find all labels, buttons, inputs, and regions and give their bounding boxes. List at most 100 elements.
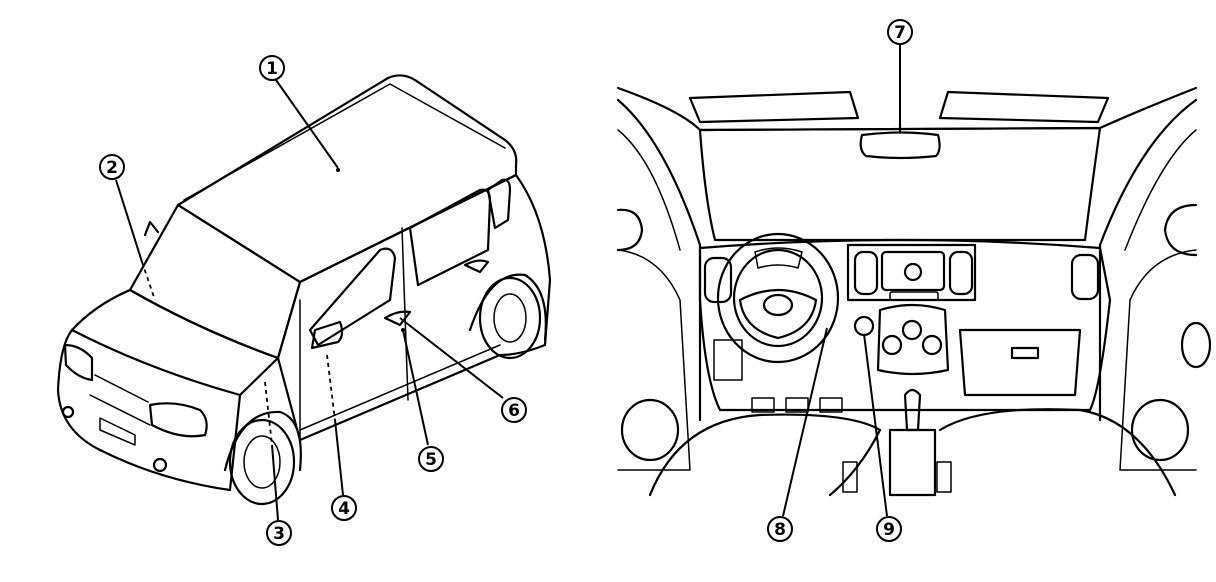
front-bumper bbox=[56, 328, 242, 492]
steering-wheel bbox=[716, 232, 840, 364]
callout-number-1: 1 bbox=[266, 59, 278, 79]
temperature-knob bbox=[881, 334, 903, 356]
leader-line-1 bbox=[275, 79, 339, 169]
roof-outline bbox=[176, 74, 518, 284]
callout-2: 2 bbox=[99, 154, 125, 180]
shift-lever bbox=[903, 388, 922, 432]
callout-circle-5 bbox=[418, 446, 444, 472]
pedal-clutch bbox=[751, 397, 775, 413]
gauge-cluster bbox=[754, 247, 803, 269]
steering-emblem bbox=[762, 293, 794, 317]
door-mirror-left bbox=[616, 208, 644, 252]
callout-number-9: 9 bbox=[883, 520, 895, 540]
callout-circle-7 bbox=[887, 19, 913, 45]
rear-quarter-window bbox=[486, 178, 512, 230]
rear-door-handle bbox=[463, 259, 490, 274]
vehicle-interior-view bbox=[616, 86, 1212, 497]
callout-number-6: 6 bbox=[508, 401, 520, 421]
callout-circle-1 bbox=[259, 55, 285, 81]
dashboard bbox=[698, 238, 1112, 412]
headliner bbox=[616, 86, 1198, 132]
callout-number-3: 3 bbox=[273, 524, 285, 544]
buckle-right bbox=[936, 461, 952, 493]
grille bbox=[89, 374, 151, 446]
leader-line-5 bbox=[402, 329, 429, 446]
callout-circle-4 bbox=[331, 495, 357, 521]
door-panel-left bbox=[617, 249, 691, 471]
passenger-seat bbox=[938, 408, 1177, 497]
callout-1: 1 bbox=[259, 55, 285, 81]
side-body bbox=[276, 173, 552, 442]
callout-circle-8 bbox=[767, 516, 793, 542]
driver-seat bbox=[648, 413, 882, 497]
front-wheel-hub bbox=[243, 435, 281, 489]
windshield-interior bbox=[698, 126, 1102, 242]
steering-hub bbox=[738, 288, 818, 340]
left-switch-panel bbox=[713, 339, 743, 381]
front-door-window bbox=[308, 247, 397, 347]
leader-line-8 bbox=[782, 327, 828, 517]
center-stack bbox=[846, 243, 977, 302]
side-window-left bbox=[617, 129, 681, 251]
door-mirror-right bbox=[1163, 203, 1198, 257]
audio-knob bbox=[903, 262, 923, 282]
leader-line-4 bbox=[334, 419, 344, 496]
a-pillar-left bbox=[616, 98, 702, 422]
door-speaker-left bbox=[620, 398, 680, 462]
leader-line-6 bbox=[399, 317, 504, 399]
glove-box bbox=[958, 328, 1082, 397]
pointer-dot-1 bbox=[336, 168, 340, 172]
callout-6: 6 bbox=[501, 397, 527, 423]
heater-control-panel bbox=[876, 303, 950, 376]
glove-box-handle bbox=[1010, 346, 1040, 360]
side-window-right bbox=[1124, 129, 1197, 251]
rearview-mirror bbox=[859, 131, 941, 160]
sun-visor-right bbox=[938, 90, 1110, 124]
pointer-dot-5 bbox=[401, 328, 405, 332]
hood bbox=[70, 288, 280, 397]
callout-circle-6 bbox=[501, 397, 527, 423]
fan-knob bbox=[901, 319, 923, 341]
a-pillar-right bbox=[1098, 98, 1198, 422]
center-console bbox=[888, 428, 937, 497]
dashed-leader-2 bbox=[141, 261, 156, 301]
callout-circle-9 bbox=[876, 516, 902, 542]
headlight-left bbox=[148, 402, 208, 438]
vehicle-exterior-view bbox=[56, 74, 552, 506]
front-wheel-arch bbox=[223, 410, 302, 472]
callout-8: 8 bbox=[767, 516, 793, 542]
callout-number-8: 8 bbox=[774, 520, 786, 540]
leader-line-3 bbox=[271, 444, 279, 521]
callout-number-7: 7 bbox=[894, 23, 906, 43]
fog-light-right bbox=[152, 457, 168, 473]
callout-circle-3 bbox=[266, 520, 292, 546]
front-door-handle bbox=[383, 310, 412, 327]
callout-3: 3 bbox=[266, 520, 292, 546]
mode-knob bbox=[921, 334, 943, 356]
door-panel-right bbox=[1119, 249, 1197, 471]
antenna bbox=[143, 220, 160, 237]
hazard-switch bbox=[889, 291, 939, 301]
audio-unit bbox=[880, 250, 946, 292]
dashed-leader-3 bbox=[264, 381, 273, 446]
callout-7: 7 bbox=[887, 19, 913, 45]
side-vent-right bbox=[1070, 253, 1100, 301]
callout-4: 4 bbox=[331, 495, 357, 521]
roof-rail bbox=[183, 83, 506, 201]
dashed-leader-4 bbox=[326, 354, 336, 421]
door-handle-right bbox=[1180, 321, 1212, 369]
leader-line-2 bbox=[115, 179, 143, 263]
pedal-accelerator bbox=[819, 397, 843, 413]
buckle-left bbox=[842, 461, 858, 493]
callout-number-2: 2 bbox=[106, 158, 118, 178]
callout-5: 5 bbox=[418, 446, 444, 472]
side-mirror bbox=[310, 320, 344, 350]
door-speaker-right bbox=[1130, 398, 1190, 462]
door-seam-middle bbox=[401, 227, 409, 401]
center-vent-right bbox=[948, 250, 974, 296]
rear-wheel bbox=[478, 276, 542, 360]
ignition-switch bbox=[853, 315, 875, 337]
callout-circle-2 bbox=[99, 154, 125, 180]
